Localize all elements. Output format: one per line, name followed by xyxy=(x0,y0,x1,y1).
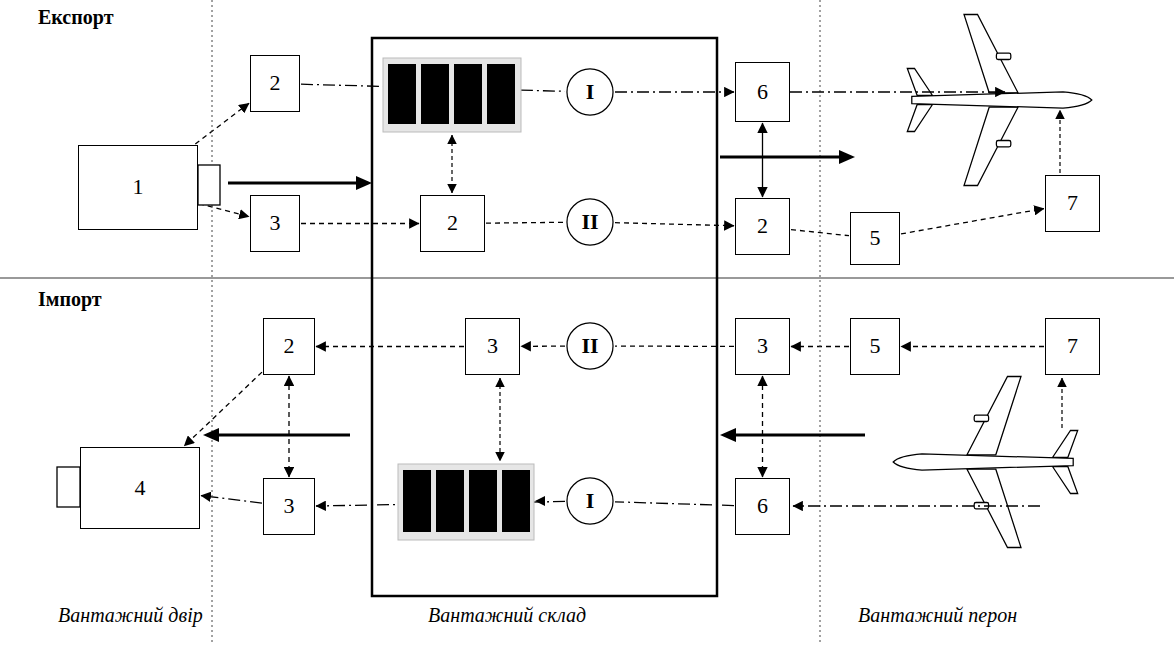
process-box: 5 xyxy=(850,318,900,375)
truck-cab xyxy=(57,467,80,507)
zone-divider xyxy=(212,0,213,645)
unload-arrow xyxy=(1061,378,1062,428)
callout-number: 3 xyxy=(757,334,768,358)
callout-number: 6 xyxy=(757,494,768,518)
flow-connector xyxy=(762,123,763,197)
callout-number: 2 xyxy=(270,71,281,95)
process-box: 2 xyxy=(263,318,315,375)
process-box: 7 xyxy=(1045,318,1100,375)
unload-arrow xyxy=(793,505,1040,506)
callout-number: 3 xyxy=(284,494,295,518)
zone-divider xyxy=(820,0,821,645)
callout-number: 7 xyxy=(1067,334,1078,358)
truck-box: 4 xyxy=(80,447,200,529)
truck-cab xyxy=(198,165,220,205)
stage-circle: II xyxy=(566,322,614,370)
stage-number: I xyxy=(586,489,595,513)
section-divider xyxy=(0,277,1174,279)
callout-number: 5 xyxy=(870,334,881,358)
callout-number: 7 xyxy=(1067,191,1078,215)
callout-number: 2 xyxy=(284,334,295,358)
flow-connector xyxy=(901,346,1044,347)
process-box: 3 xyxy=(263,478,315,535)
flow-connector xyxy=(901,209,1044,234)
callout-number: 3 xyxy=(487,334,498,358)
load-arrow xyxy=(790,91,1005,92)
flow-connector xyxy=(301,223,419,224)
pallet-rack xyxy=(383,58,521,132)
zone-label: Вантажний двір xyxy=(58,604,203,627)
process-box: 2 xyxy=(735,198,790,255)
process-box: 5 xyxy=(850,212,900,265)
load-arrow xyxy=(1059,110,1060,173)
arrow-head xyxy=(535,496,545,506)
process-box: 3 xyxy=(250,195,300,252)
airplane xyxy=(907,14,1092,185)
callout-number: 2 xyxy=(447,211,458,235)
transfer-arrow xyxy=(451,135,452,193)
flow-connector xyxy=(201,496,262,504)
process-box: 7 xyxy=(1045,175,1100,232)
stage-circle: I xyxy=(566,68,614,116)
flow-connector xyxy=(288,376,289,477)
stage-circle: I xyxy=(566,477,614,525)
callout-number: 4 xyxy=(135,476,146,500)
stage-number: I xyxy=(586,80,595,104)
flow-connector xyxy=(762,376,763,477)
zone-label: Вантажний перон xyxy=(858,604,1017,627)
process-box: 6 xyxy=(735,62,790,122)
section-title: Експорт xyxy=(38,6,113,29)
flow-connector xyxy=(521,345,565,347)
flow-arrow xyxy=(203,150,865,442)
stage-number: II xyxy=(581,210,598,234)
airplane xyxy=(893,377,1077,548)
warehouse-outline xyxy=(372,38,717,596)
stage-number: II xyxy=(581,334,598,358)
truck-box: 1 xyxy=(78,145,198,230)
flow-connector xyxy=(195,103,249,144)
callout-number: 3 xyxy=(270,211,281,235)
process-box: 3 xyxy=(735,318,790,375)
callout-number: 5 xyxy=(870,226,881,250)
transfer-arrow xyxy=(499,378,500,461)
process-box: 6 xyxy=(735,478,790,535)
flow-connector xyxy=(316,346,464,347)
stage-circle: II xyxy=(566,198,614,246)
callout-number: 2 xyxy=(757,214,768,238)
process-box: 2 xyxy=(420,195,485,252)
zone-label: Вантажний склад xyxy=(428,604,586,627)
callout-number: 1 xyxy=(133,175,144,199)
process-box: 2 xyxy=(250,55,300,112)
pallet-rack xyxy=(398,464,534,540)
flow-connector xyxy=(486,222,565,224)
callout-number: 6 xyxy=(757,80,768,104)
section-title: Імпорт xyxy=(38,288,102,311)
process-box: 3 xyxy=(465,318,520,375)
